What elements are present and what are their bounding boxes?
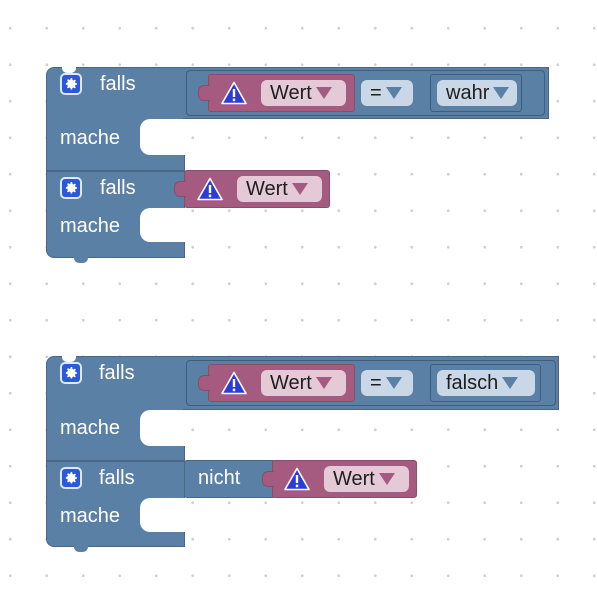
next-connector (74, 257, 88, 263)
operator-dropdown[interactable]: = (361, 80, 413, 106)
not-block[interactable] (184, 460, 276, 498)
next-connector (74, 546, 88, 552)
warning-icon[interactable] (221, 371, 247, 395)
variable-plug (198, 85, 210, 101)
dropdown-arrow-icon (493, 87, 510, 99)
operator-value: = (370, 82, 382, 104)
statement-slot-4 (140, 498, 186, 532)
variable-plug (198, 375, 210, 391)
dropdown-arrow-icon (385, 377, 402, 389)
dropdown-arrow-icon (315, 87, 332, 99)
gear-icon[interactable] (60, 177, 82, 199)
do-label: mache (60, 127, 121, 149)
statement-slot-3 (140, 410, 186, 446)
dropdown-arrow-icon (502, 377, 519, 389)
variable-dropdown[interactable]: Wert (261, 80, 346, 106)
variable-dropdown[interactable]: Wert (261, 370, 346, 396)
boolean-dropdown[interactable]: wahr (437, 80, 517, 106)
notch (62, 356, 76, 362)
warning-icon[interactable] (284, 467, 310, 491)
if-label: falls (99, 467, 135, 489)
warning-icon[interactable] (197, 177, 223, 201)
gear-icon[interactable] (60, 467, 82, 489)
dropdown-arrow-icon (378, 473, 395, 485)
if-label: falls (99, 362, 135, 384)
variable-plug (174, 181, 186, 197)
dropdown-arrow-icon (291, 183, 308, 195)
dropdown-arrow-icon (385, 87, 402, 99)
not-label: nicht (198, 467, 241, 489)
do-label: mache (60, 215, 121, 237)
boolean-value: wahr (446, 82, 490, 104)
boolean-dropdown[interactable]: falsch (437, 370, 535, 396)
variable-dropdown[interactable]: Wert (237, 176, 322, 202)
gear-icon[interactable] (60, 73, 82, 95)
variable-name: Wert (333, 468, 375, 490)
variable-name: Wert (246, 178, 288, 200)
variable-plug (262, 471, 274, 487)
boolean-value: falsch (446, 372, 499, 394)
operator-value: = (370, 372, 382, 394)
statement-slot-2 (140, 208, 186, 242)
if-label: falls (100, 177, 136, 199)
statement-slot-1 (140, 119, 186, 155)
gear-icon[interactable] (60, 362, 82, 384)
variable-dropdown[interactable]: Wert (324, 466, 409, 492)
warning-icon[interactable] (221, 81, 247, 105)
variable-name: Wert (270, 82, 312, 104)
dropdown-arrow-icon (315, 377, 332, 389)
operator-dropdown[interactable]: = (361, 370, 413, 396)
notch (62, 67, 76, 73)
if-label: falls (100, 73, 136, 95)
do-label: mache (60, 417, 121, 439)
do-label: mache (60, 505, 121, 527)
variable-name: Wert (270, 372, 312, 394)
